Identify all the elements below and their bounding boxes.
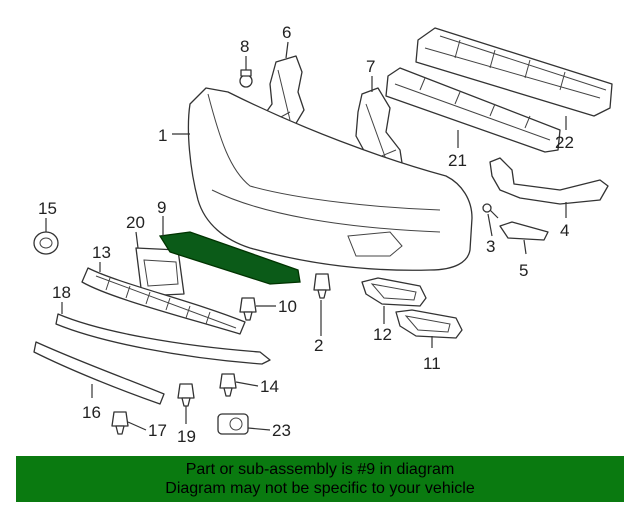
callout-15: 15: [38, 199, 57, 218]
part-12-bezel: [361, 277, 427, 307]
part-22-reinforcement: [415, 27, 613, 117]
part-3-screw: [482, 203, 499, 219]
callout-22: 22: [555, 133, 574, 152]
leader-lines: [45, 41, 567, 431]
part-15-ring: [33, 231, 59, 255]
part-10-clip: [239, 297, 257, 321]
callout-12: 12: [373, 325, 392, 344]
part-4-side-bracket: [489, 157, 609, 205]
part-11-bezel: [395, 309, 463, 339]
banner-line-1: Part or sub-assembly is #9 in diagram: [185, 461, 455, 478]
callout-5: 5: [519, 261, 528, 280]
callout-10: 10: [278, 297, 297, 316]
callout-14: 14: [260, 377, 279, 396]
callout-1: 1: [158, 126, 167, 145]
callout-7: 7: [366, 57, 375, 76]
callout-21: 21: [448, 151, 467, 170]
callout-20: 20: [126, 213, 145, 232]
part-21-absorber: [385, 67, 561, 153]
callout-2: 2: [314, 336, 323, 355]
callout-17: 17: [148, 421, 167, 440]
part-20-plate-bracket: [135, 247, 185, 297]
callout-8: 8: [240, 37, 249, 56]
callout-6: 6: [282, 23, 291, 42]
banner-line-2: Diagram may not be specific to your vehi…: [165, 480, 475, 497]
part-8-clip: [239, 69, 253, 88]
callout-16: 16: [82, 403, 101, 422]
part-19-clip: [177, 383, 195, 407]
part-2-clip: [313, 273, 331, 299]
callout-4: 4: [560, 221, 569, 240]
info-banner: Part or sub-assembly is #9 in diagram Di…: [16, 456, 624, 502]
part-18-garnish: [55, 313, 271, 365]
callout-3: 3: [486, 237, 495, 256]
callout-11: 11: [423, 354, 441, 373]
callout-9: 9: [157, 198, 166, 217]
part-14-clip: [219, 373, 237, 397]
part-13-grille: [81, 267, 246, 335]
part-17-clip: [111, 411, 129, 435]
part-5-trim: [499, 221, 549, 241]
callout-19: 19: [177, 427, 196, 446]
part-1-bumper-cover: [187, 87, 473, 271]
parts-diagram: 1 2 3 4 5 6 7 8 9 10 11 12 13 14 15 16 1…: [33, 23, 613, 446]
part-16-spoiler: [33, 341, 165, 405]
callout-23: 23: [272, 421, 291, 440]
part-9-splash-shield: [158, 231, 301, 285]
callout-18: 18: [52, 283, 71, 302]
part-23-sensor: [217, 413, 249, 435]
callout-13: 13: [92, 243, 111, 262]
